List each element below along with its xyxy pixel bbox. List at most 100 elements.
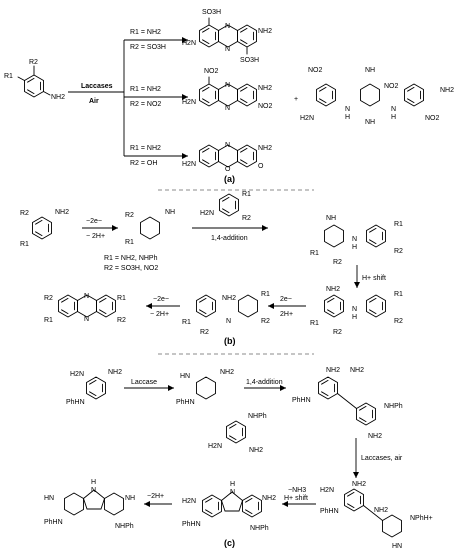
p1-n2: N	[225, 46, 230, 53]
b-s6-r1b: R1	[117, 295, 126, 302]
branch3-cond2: R2 = OH	[130, 160, 157, 167]
caption-a: (a)	[224, 174, 235, 184]
b-s5-r2a: R2	[200, 329, 209, 336]
b-s6-r2b: R2	[117, 317, 126, 324]
b-s6-n2: N	[84, 316, 89, 323]
p2-no2-top: NO2	[204, 68, 219, 75]
p2-n1: N	[225, 82, 230, 89]
c6-n: N	[91, 487, 96, 494]
b-adduct: NH N H R1 R2 R1 R2	[310, 215, 403, 266]
b-s2-r1: R1	[125, 239, 134, 246]
p3-h2n: H2N	[182, 161, 196, 168]
c5-nhph: NHPh	[250, 525, 269, 532]
branch1-cond1: R1 = NH2	[130, 29, 161, 36]
c3-nh2-b: NH2	[350, 367, 364, 374]
b-aniline: R2 R1 NH2	[20, 209, 69, 248]
c4-hn: HN	[392, 543, 402, 550]
p1-n1: N	[225, 23, 230, 30]
c2b-nh2: NH2	[249, 447, 263, 454]
panel-c: H2N NH2 PhHN Laccase HN NH2 PhHN NHPh H2…	[44, 367, 433, 550]
p2b-n-b: N	[391, 106, 396, 113]
laccases-label: Laccases	[81, 83, 113, 90]
product-nitrophenazine: N N NO2 H2N NH2 NO2	[182, 68, 273, 112]
b-add-r2: R2	[242, 215, 251, 222]
p2b-h-b: H	[391, 114, 396, 121]
branch2-cond2: R2 = NO2	[130, 101, 161, 108]
b-s3-r2b: R2	[394, 248, 403, 255]
c-biaryl: PhHN NH2 NH2 NHPh NH2	[292, 367, 403, 440]
p3-o: O	[225, 166, 231, 173]
b-add-r1: R1	[242, 191, 251, 198]
c5-h: H	[230, 481, 235, 488]
b-s6-n1: N	[84, 293, 89, 300]
c-carbazole-diamine: H N H2N NH2 PhHN NHPh	[182, 481, 276, 532]
product-sulfophenazine: N N SO3H SO3H H2N NH2	[182, 9, 272, 64]
c-shift1: −NH3	[288, 487, 306, 494]
b-s3-nh: NH	[326, 215, 336, 222]
branch3-cond1: R1 = NH2	[130, 145, 161, 152]
b-s6-r2a: R2	[44, 295, 53, 302]
c-add-label: 1,4-addition	[246, 379, 283, 386]
c4-nh2-a: NH2	[352, 481, 366, 488]
product-nitro-dimer: NO2 H2N N H NH NH NO2 N H NH2 NO2	[300, 67, 454, 126]
b-phenazine: N N R2 R1 R1 R2	[44, 293, 126, 324]
p3-nh2: NH2	[258, 145, 272, 152]
c2-phhn: PhHN	[176, 399, 195, 406]
p3-n: N	[225, 142, 230, 149]
c3-nhph: NHPh	[384, 403, 403, 410]
b-step2-top: 2e−	[280, 296, 292, 303]
p2b-no2-a: NO2	[308, 67, 323, 74]
b-imine: R2 R1 NH	[125, 209, 175, 246]
p2-nh2: NH2	[258, 85, 272, 92]
air-label: Air	[89, 98, 99, 105]
b-diamine: NH2 N H R1 R2 R1 R2	[310, 286, 403, 336]
start-aniline: R2 R1 NH2	[4, 59, 65, 101]
c-shift2: H+ shift	[284, 495, 308, 502]
p3-ketone: O	[258, 163, 264, 170]
b-s3-h: H	[352, 244, 357, 251]
c4-h2n: H2N	[320, 487, 334, 494]
b-s1-r1: R1	[20, 241, 29, 248]
b-step3-bottom: − 2H+	[150, 311, 169, 318]
c6-nhph: NHPh	[115, 523, 134, 530]
p2b-nh-b: NH	[365, 119, 375, 126]
c3-nh2-a: NH2	[326, 367, 340, 374]
c-minus2h: −2H+	[147, 493, 164, 500]
b-s4-h: H	[352, 314, 357, 321]
branch-arrows: Laccases Air R1 = NH2 R2 = SO3H R1 = NH2…	[68, 29, 188, 167]
c1-h2n: H2N	[70, 371, 84, 378]
b-add-label: 1,4-addition	[211, 235, 248, 242]
b-s4-nh2: NH2	[326, 286, 340, 293]
p1-so3h-bottom: SO3H	[240, 57, 259, 64]
c1-nh2: NH2	[108, 369, 122, 376]
b-s3-r1a: R1	[310, 250, 319, 257]
c4-phhn: PhHN	[320, 508, 339, 515]
c5-h2n: H2N	[182, 498, 196, 505]
panel-b: R2 R1 NH2 −2e− − 2H+ R2 R1 NH R1 R2 H2N …	[20, 191, 403, 346]
b-s3-n: N	[352, 236, 357, 243]
plus-sign: +	[294, 96, 298, 103]
b-s4-r1a: R1	[310, 320, 319, 327]
c-triamine: H2N NH2 PhHN	[66, 369, 122, 406]
b-shift-label: H+ shift	[362, 275, 386, 282]
c-nucleophile: NHPh H2N NH2	[208, 413, 267, 454]
b-step3-top: −2e−	[153, 296, 169, 303]
p2-n2: N	[225, 105, 230, 112]
c2-nh2: NH2	[220, 369, 234, 376]
c5-phhn: PhHN	[182, 521, 201, 528]
b-legend-r1: R1 = NH2, NHPh	[104, 255, 158, 262]
c6-nh: NH	[125, 495, 135, 502]
p2b-no2-c: NO2	[425, 115, 440, 122]
c2-hn: HN	[180, 373, 190, 380]
c3-phhn: PhHN	[292, 397, 311, 404]
p2b-h-a: H	[345, 114, 350, 121]
b-cyclized: NH2 N R1 R2 R1 R2	[182, 291, 270, 336]
b-s4-r2b: R2	[394, 318, 403, 325]
b-step1-top: −2e−	[86, 218, 102, 225]
p2b-h2n: H2N	[300, 115, 314, 122]
b-s5-nh2: NH2	[222, 295, 236, 302]
start-r1: R1	[4, 73, 13, 80]
b-s6-r1a: R1	[44, 317, 53, 324]
p1-nh2: NH2	[258, 28, 272, 35]
c-laccases-air: Laccases, air	[361, 455, 403, 462]
